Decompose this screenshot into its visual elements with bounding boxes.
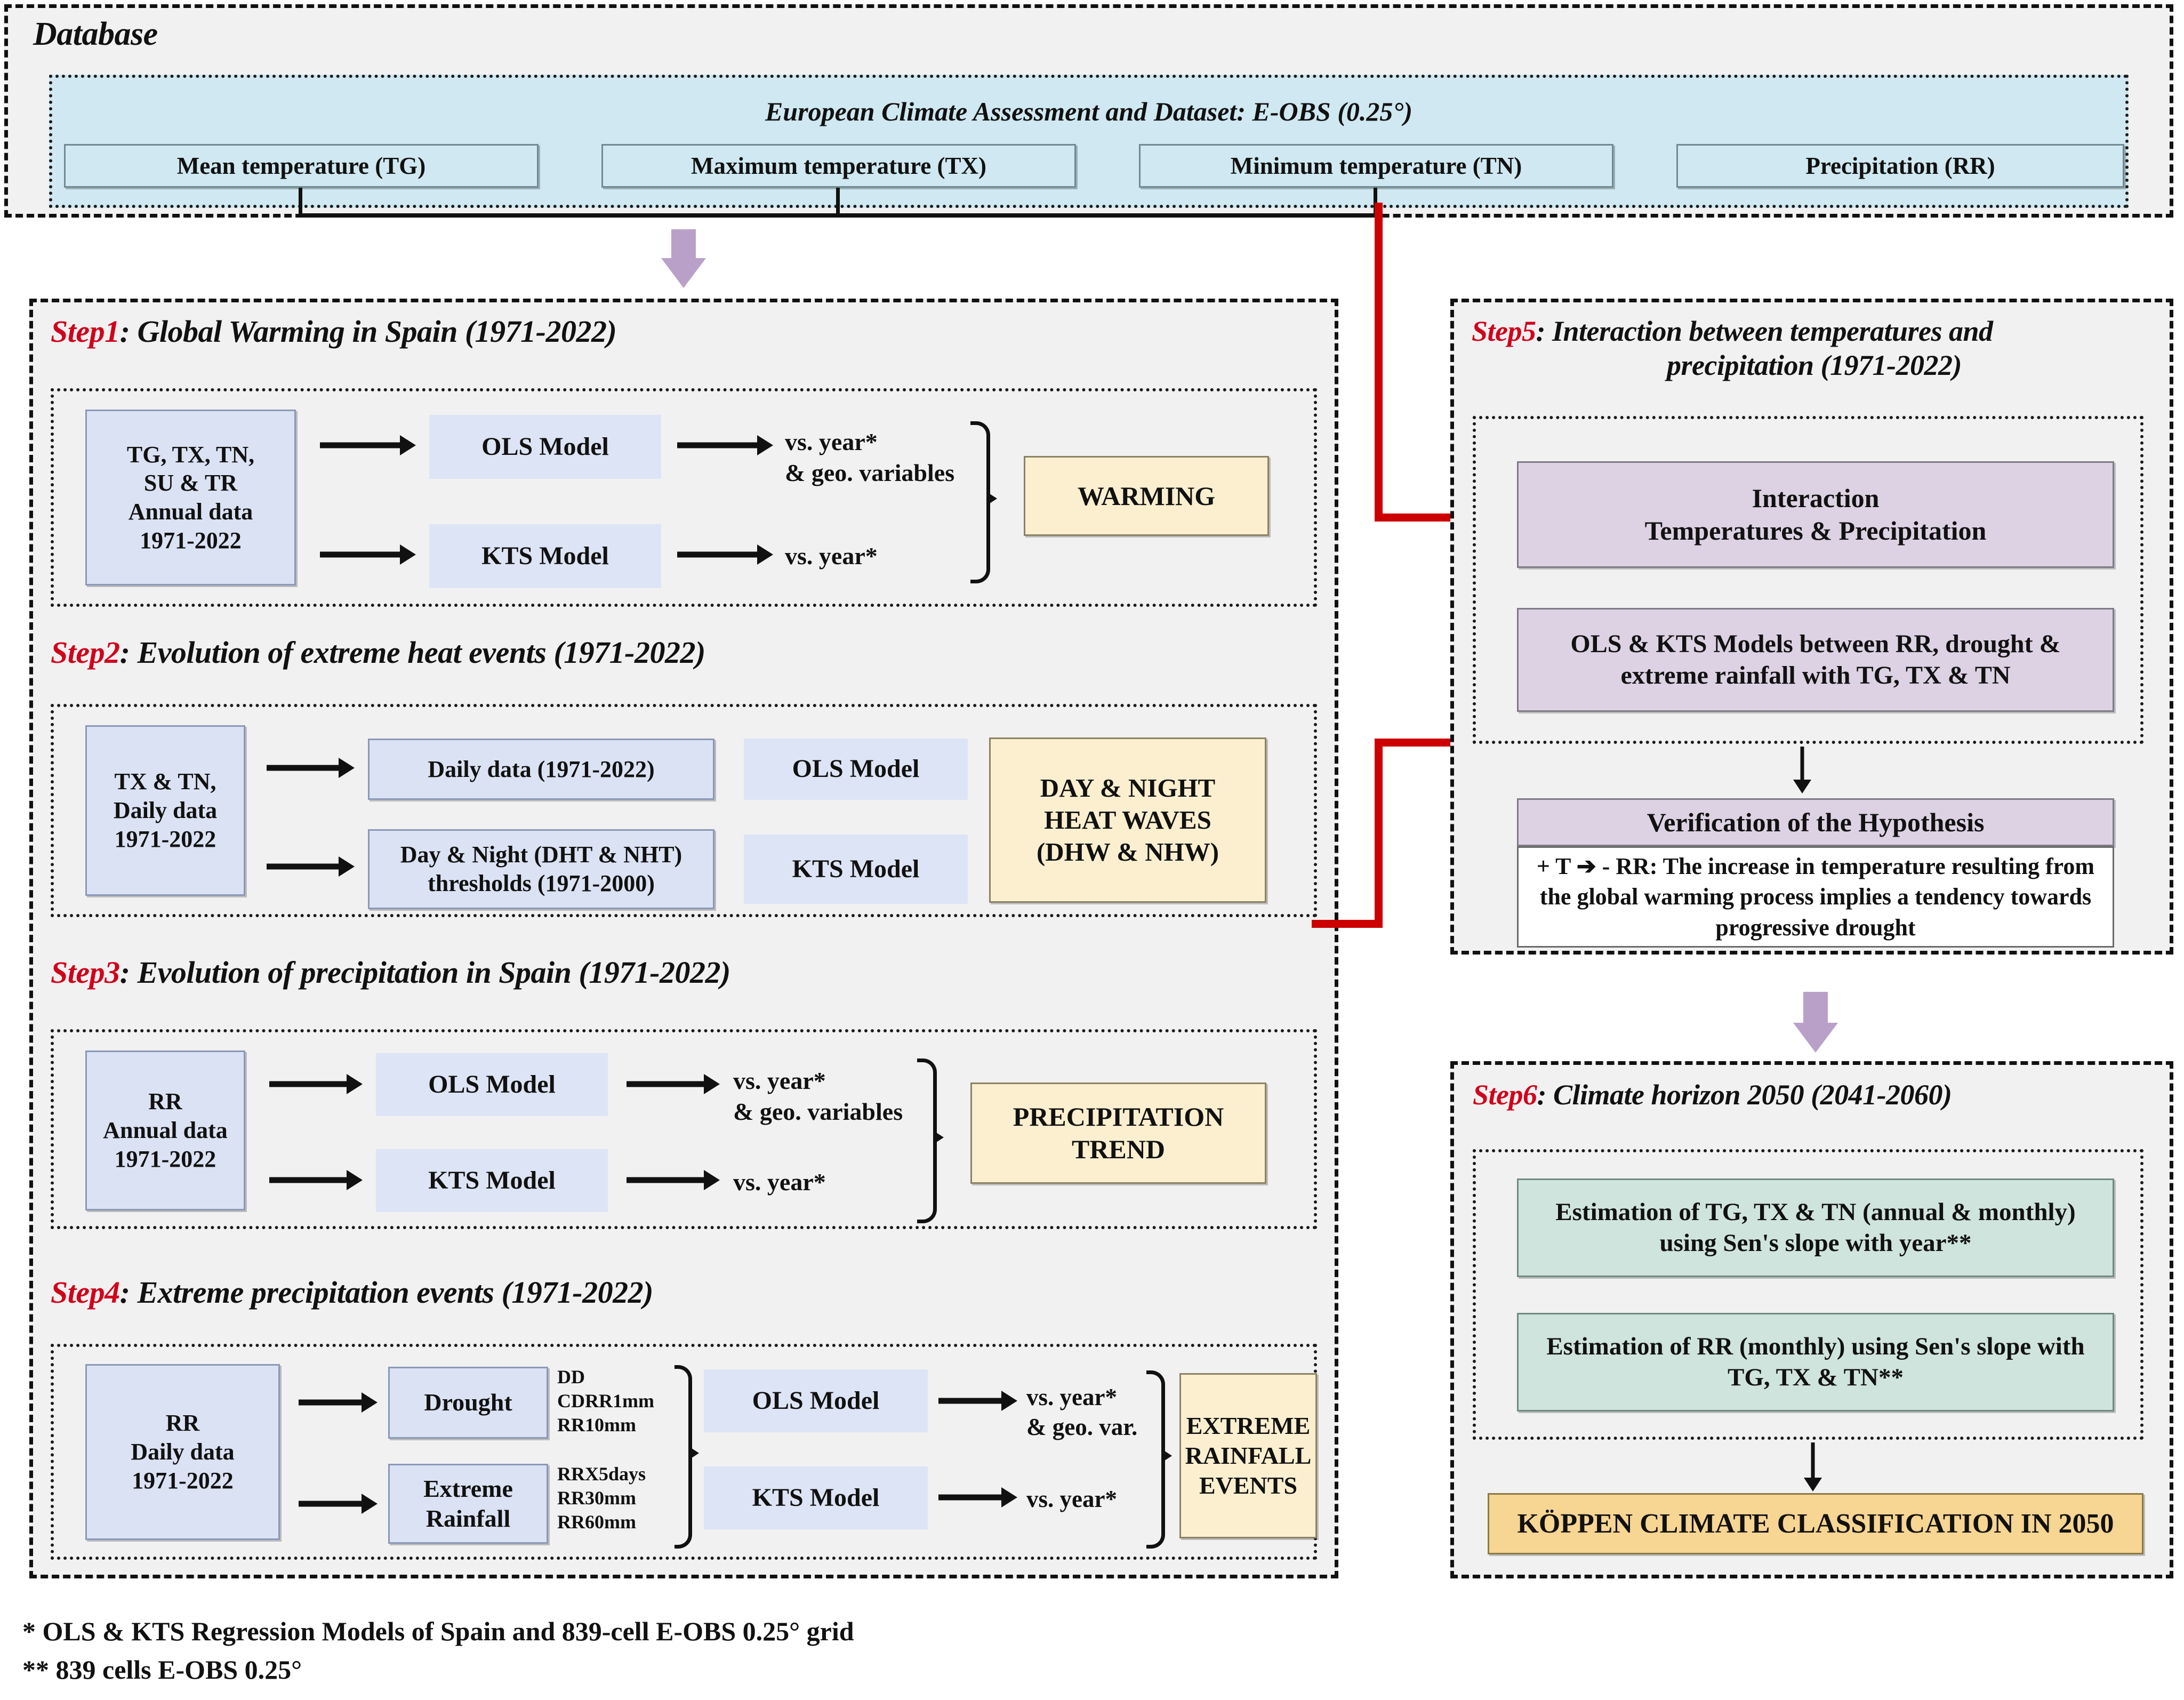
step4-result-kts: vs. year* xyxy=(1026,1486,1117,1512)
step1-outcome-warming[interactable]: WARMING xyxy=(1024,456,1269,536)
db-var-rr[interactable]: Precipitation (RR) xyxy=(1676,144,2124,188)
step6-estimation-temperature[interactable]: Estimation of TG, TX & TN (annual & mont… xyxy=(1517,1178,2114,1277)
red-connector-vertical-top xyxy=(1375,203,1383,522)
step6-arrow-to-koppen xyxy=(1802,1442,1824,1496)
step6-koppen-classification[interactable]: KÖPPEN CLIMATE CLASSIFICATION IN 2050 xyxy=(1488,1493,2143,1554)
step6-inner-panel xyxy=(1473,1149,2143,1440)
step4-title-text: : Extreme precipitation events (1971-202… xyxy=(119,1275,654,1310)
step1-brace-point xyxy=(986,492,997,506)
step2-ols-model[interactable]: OLS Model xyxy=(744,739,968,800)
step2-inner-panel xyxy=(51,704,1317,917)
db-var-tg[interactable]: Mean temperature (TG) xyxy=(64,144,539,188)
step6-title-text: : Climate horizon 2050 (2041-2060) xyxy=(1537,1079,1953,1111)
step4-input-node[interactable]: RR Daily data 1971-2022 xyxy=(85,1364,280,1540)
step4-indices-drought: DD CDRR1mm RR10mm xyxy=(557,1366,654,1436)
step4-branch-drought[interactable]: Drought xyxy=(388,1367,548,1439)
step1-result-ols: vs. year* & geo. variables xyxy=(785,428,955,486)
step3-inner-panel xyxy=(51,1029,1317,1229)
step5-title-text: : Interaction between temperatures and xyxy=(1536,315,1994,347)
step5-arrow-to-verification xyxy=(1792,747,1813,797)
step4-indices-rainfall: RRX5days RR30mm RR60mm xyxy=(557,1463,646,1533)
step4-label: Step4 xyxy=(51,1275,120,1310)
step1-result-kts: vs. year* xyxy=(785,542,878,570)
step3-title: Step3: Evolution of precipitation in Spa… xyxy=(51,955,730,991)
step3-result-ols: vs. year* & geo. variables xyxy=(733,1067,903,1125)
step6-estimation-precipitation[interactable]: Estimation of RR (monthly) using Sen's s… xyxy=(1517,1313,2114,1412)
step2-label: Step2 xyxy=(51,635,120,670)
dataset-title: European Climate Assessment and Dataset:… xyxy=(765,97,1413,126)
step5-verification-body: + T ➔ - RR: The increase in temperature … xyxy=(1517,846,2114,948)
step4-result-ols: vs. year* & geo. var. xyxy=(1026,1384,1138,1441)
step1-title-text: : Global Warming in Spain (1971-2022) xyxy=(119,314,617,349)
step5-title-line2: precipitation (1971-2022) xyxy=(1667,349,1962,381)
step4-title: Step4: Extreme precipitation events (197… xyxy=(51,1274,653,1311)
step5-title: Step5: Interaction between temperatures … xyxy=(1472,315,2157,382)
db-var-tx[interactable]: Maximum temperature (TX) xyxy=(601,144,1076,188)
step3-title-text: : Evolution of precipitation in Spain (1… xyxy=(119,955,731,990)
db-to-step1-arrow xyxy=(661,229,706,288)
step1-title: Step1: Global Warming in Spain (1971-202… xyxy=(51,314,617,350)
step6-label: Step6 xyxy=(1473,1079,1537,1111)
step1-kts-model[interactable]: KTS Model xyxy=(429,524,661,588)
footnote-two: ** 839 cells E-OBS 0.25° xyxy=(22,1655,302,1685)
step4-ols-model[interactable]: OLS Model xyxy=(704,1369,928,1432)
step1-ols-model[interactable]: OLS Model xyxy=(429,415,661,479)
red-connector-horizontal-bottom-stub xyxy=(1312,920,1381,928)
step5-interaction-box[interactable]: Interaction Temperatures & Precipitation xyxy=(1517,461,2114,568)
step2-title-text: : Evolution of extreme heat events (1971… xyxy=(119,635,706,670)
red-connector-vertical-bottom xyxy=(1375,739,1383,928)
step2-branch-thresholds[interactable]: Day & Night (DHT & NHT) thresholds (1971… xyxy=(368,829,714,909)
db-connector-tg xyxy=(299,188,302,217)
step4-outcome-extreme-rainfall-events[interactable]: EXTREME RAINFALL EVENTS xyxy=(1179,1373,1317,1538)
step2-kts-model[interactable]: KTS Model xyxy=(744,835,968,904)
database-title: Database xyxy=(33,16,158,52)
step4-branch-extreme-rainfall[interactable]: Extreme Rainfall xyxy=(388,1464,548,1544)
db-var-tn[interactable]: Minimum temperature (TN) xyxy=(1139,144,1613,188)
step5-models-box[interactable]: OLS & KTS Models between RR, drought & e… xyxy=(1517,608,2114,712)
step2-branch-daily-data[interactable]: Daily data (1971-2022) xyxy=(368,739,714,800)
step1-input-node[interactable]: TG, TX, TN, SU & TR Annual data 1971-202… xyxy=(85,410,296,586)
step5-label: Step5 xyxy=(1472,315,1536,347)
step4-kts-model[interactable]: KTS Model xyxy=(704,1466,928,1529)
step1-label: Step1 xyxy=(51,314,120,349)
step3-brace-point xyxy=(933,1130,944,1144)
step5-verification-header: Verification of the Hypothesis xyxy=(1517,798,2114,846)
db-connector-tx xyxy=(836,188,840,217)
step3-input-node[interactable]: RR Annual data 1971-2022 xyxy=(85,1051,245,1210)
step5-to-step6-arrow xyxy=(1792,992,1840,1053)
step3-label: Step3 xyxy=(51,955,120,990)
step5-inner-panel xyxy=(1473,416,2143,744)
step6-title: Step6: Climate horizon 2050 (2041-2060) xyxy=(1473,1078,1952,1112)
step3-kts-model[interactable]: KTS Model xyxy=(376,1149,608,1212)
step4-indices-brace-point xyxy=(688,1446,699,1460)
step2-outcome-heatwaves[interactable]: DAY & NIGHT HEAT WAVES (DHW & NHW) xyxy=(989,737,1266,903)
step3-outcome-precip-trend[interactable]: PRECIPITATION TREND xyxy=(970,1082,1266,1184)
step3-ols-model[interactable]: OLS Model xyxy=(376,1053,608,1116)
db-connector-tn xyxy=(1374,188,1377,217)
step3-result-kts: vs. year* xyxy=(733,1168,826,1196)
footnote-one: * OLS & KTS Regression Models of Spain a… xyxy=(22,1616,854,1646)
step2-title: Step2: Evolution of extreme heat events … xyxy=(51,635,705,671)
step4-brace-point xyxy=(1161,1449,1172,1463)
step2-input-node[interactable]: TX & TN, Daily data 1971-2022 xyxy=(85,725,245,896)
db-connector-bus xyxy=(299,213,1376,218)
step1-inner-panel xyxy=(51,388,1317,607)
